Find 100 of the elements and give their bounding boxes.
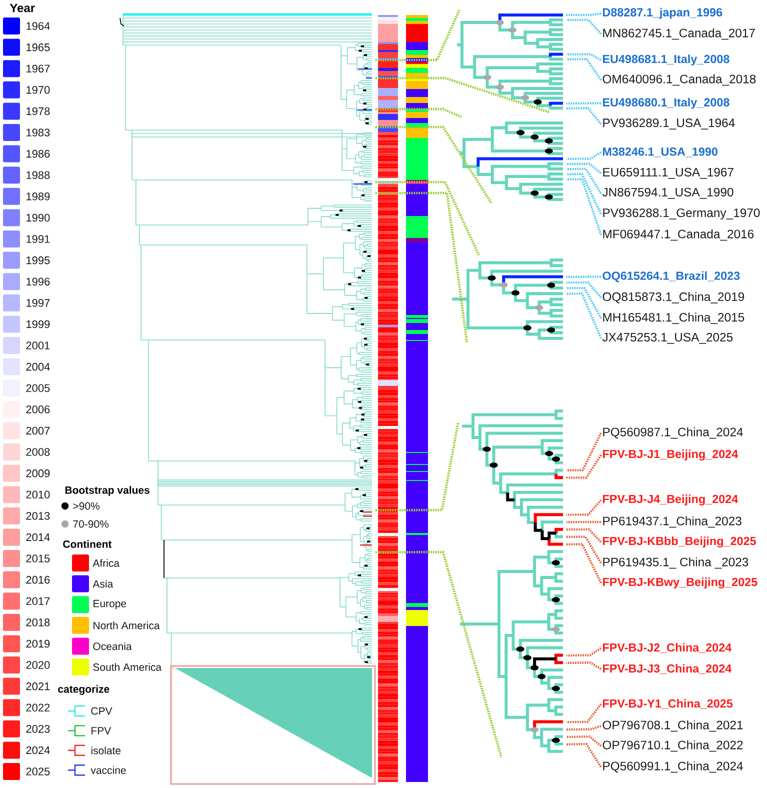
legend-label: 1990 bbox=[26, 214, 50, 222]
legend-label: 1995 bbox=[26, 256, 50, 264]
legend-label: 2022 bbox=[26, 704, 50, 712]
zoom-line bbox=[375, 422, 460, 512]
legend-label: 1989 bbox=[26, 192, 50, 200]
legend-title: Bootstrap values bbox=[65, 486, 150, 496]
tip-label: OQ615264.1_Brazil_2023 bbox=[602, 271, 740, 282]
zoom-line bbox=[375, 126, 493, 204]
leader-line bbox=[566, 742, 602, 768]
leader-line bbox=[566, 276, 602, 278]
tip-label: JX475253.1_USA_2025 bbox=[602, 332, 733, 344]
leader-line bbox=[566, 724, 602, 731]
leader-line bbox=[566, 18, 602, 35]
leader-line bbox=[566, 168, 602, 194]
legend-label: isolate bbox=[91, 746, 121, 754]
tip-label: PP619435.1_ China _2023 bbox=[603, 557, 748, 569]
tip-label: MF069447.1_Canada_2016 bbox=[603, 229, 754, 241]
legend-label: South America bbox=[93, 663, 162, 671]
legend-label: 1997 bbox=[26, 299, 50, 307]
tip-label: D88287.1_japan_1996 bbox=[602, 8, 722, 19]
tree-inset bbox=[456, 14, 564, 110]
tip-label: FPV-BJ-KBbb_Beijing_2025 bbox=[602, 536, 756, 548]
leader-line bbox=[566, 528, 602, 543]
zoom-line bbox=[375, 76, 550, 114]
legend-title: Year bbox=[10, 4, 35, 12]
leader-line bbox=[566, 520, 601, 524]
tip-label: MH165481.1_China_2015 bbox=[603, 312, 744, 324]
legend-label: Asia bbox=[92, 580, 114, 588]
legend-label: >90% bbox=[73, 502, 100, 510]
leader-line bbox=[566, 543, 602, 584]
tip-label: FPV-BJ-KBwy_Beijing_2025 bbox=[602, 578, 758, 588]
tip-label: PQ560987.1_China_2024 bbox=[603, 427, 743, 439]
legend-label: 2016 bbox=[26, 576, 50, 584]
legend-label: North America bbox=[94, 622, 160, 630]
tip-label: EU498681.1_Italy_2008 bbox=[602, 54, 730, 66]
legend-label: 1967 bbox=[26, 64, 50, 72]
tip-label: MN862745.1_Canada_2017 bbox=[603, 28, 755, 40]
leader-line bbox=[566, 292, 602, 339]
legend-label: 2019 bbox=[26, 640, 50, 648]
tip-label: FPV-BJ-Y1_China_2025 bbox=[602, 699, 733, 709]
tip-label: PQ560991.1_China_2024 bbox=[603, 761, 743, 773]
legend-label: 2021 bbox=[26, 682, 50, 690]
leader-line bbox=[566, 151, 602, 160]
leader-line bbox=[566, 12, 602, 16]
leader-line bbox=[566, 107, 602, 125]
legend-label: 1983 bbox=[26, 128, 50, 136]
leader-line bbox=[566, 162, 602, 174]
leader-line bbox=[566, 647, 602, 657]
leader-line bbox=[566, 286, 602, 319]
legend-label: 2008 bbox=[26, 448, 50, 456]
tip-label: FPV-BJ-J1_Beijing_2024 bbox=[602, 450, 738, 460]
legend-label: 2014 bbox=[26, 533, 50, 542]
legend-label: Europe bbox=[94, 600, 126, 610]
zoom-line bbox=[375, 550, 503, 758]
legend-label: Africa bbox=[92, 559, 120, 567]
tip-label: EU498680.1_Italy_2008 bbox=[602, 98, 730, 109]
tip-label: OP796710.1_China_2022 bbox=[602, 740, 743, 752]
legend-label: 2020 bbox=[26, 661, 50, 669]
legend-label: 1978 bbox=[26, 107, 50, 116]
legend-label: 2025 bbox=[26, 768, 50, 776]
legend-label: 1999 bbox=[26, 320, 50, 328]
legend-label: 2006 bbox=[26, 406, 50, 414]
legend-label: 1965 bbox=[26, 43, 50, 52]
legend-label: 2001 bbox=[26, 342, 50, 350]
tip-label: PP619437.1_China_2023 bbox=[603, 516, 742, 528]
tree-inset bbox=[458, 410, 564, 753]
legend-label: 1988 bbox=[26, 171, 50, 179]
leader-line bbox=[566, 454, 602, 479]
zoom-line bbox=[375, 10, 460, 62]
legend-label: 2024 bbox=[26, 746, 50, 754]
legend-label: 2013 bbox=[26, 512, 50, 520]
legend-label: FPV bbox=[92, 727, 112, 734]
legend-label: 2005 bbox=[26, 384, 50, 392]
legend-label: Oceania bbox=[93, 642, 132, 650]
tip-label: M38246.1_USA_1990 bbox=[602, 148, 718, 158]
tip-label: FPV-BJ-J2_China_2024 bbox=[602, 643, 732, 653]
tree-inset bbox=[450, 258, 564, 340]
legend-label: 1996 bbox=[26, 278, 50, 286]
leader-line bbox=[566, 536, 602, 564]
tip-label: JN867594.1_USA_1990 bbox=[602, 188, 734, 199]
legend-label: 1964 bbox=[26, 22, 50, 30]
leader-line bbox=[566, 736, 602, 747]
legend-label: 1970 bbox=[26, 86, 50, 94]
legend-label: CPV bbox=[91, 707, 112, 715]
tip-label: OM640096.1_Canada_2018 bbox=[602, 74, 756, 86]
tip-label: PV936289.1_USA_1964 bbox=[603, 118, 735, 130]
leader-line bbox=[566, 432, 602, 472]
legend-label: 2023 bbox=[26, 725, 50, 733]
tip-label: OQ815873.1_China_2019 bbox=[602, 292, 744, 304]
legend-label: vaccine bbox=[90, 766, 126, 774]
leader-line bbox=[566, 172, 602, 214]
leader-line bbox=[566, 102, 602, 105]
legend-label: 2007 bbox=[26, 426, 50, 435]
legend-title: categorize bbox=[58, 685, 110, 695]
legend-label: 2010 bbox=[26, 490, 50, 498]
legend-label: 2018 bbox=[26, 618, 50, 626]
tip-label: FPV-BJ-J4_Beijing_2024 bbox=[602, 494, 738, 506]
leader-line bbox=[566, 662, 602, 670]
leader-line bbox=[566, 281, 602, 298]
legend-label: 1991 bbox=[26, 235, 50, 243]
